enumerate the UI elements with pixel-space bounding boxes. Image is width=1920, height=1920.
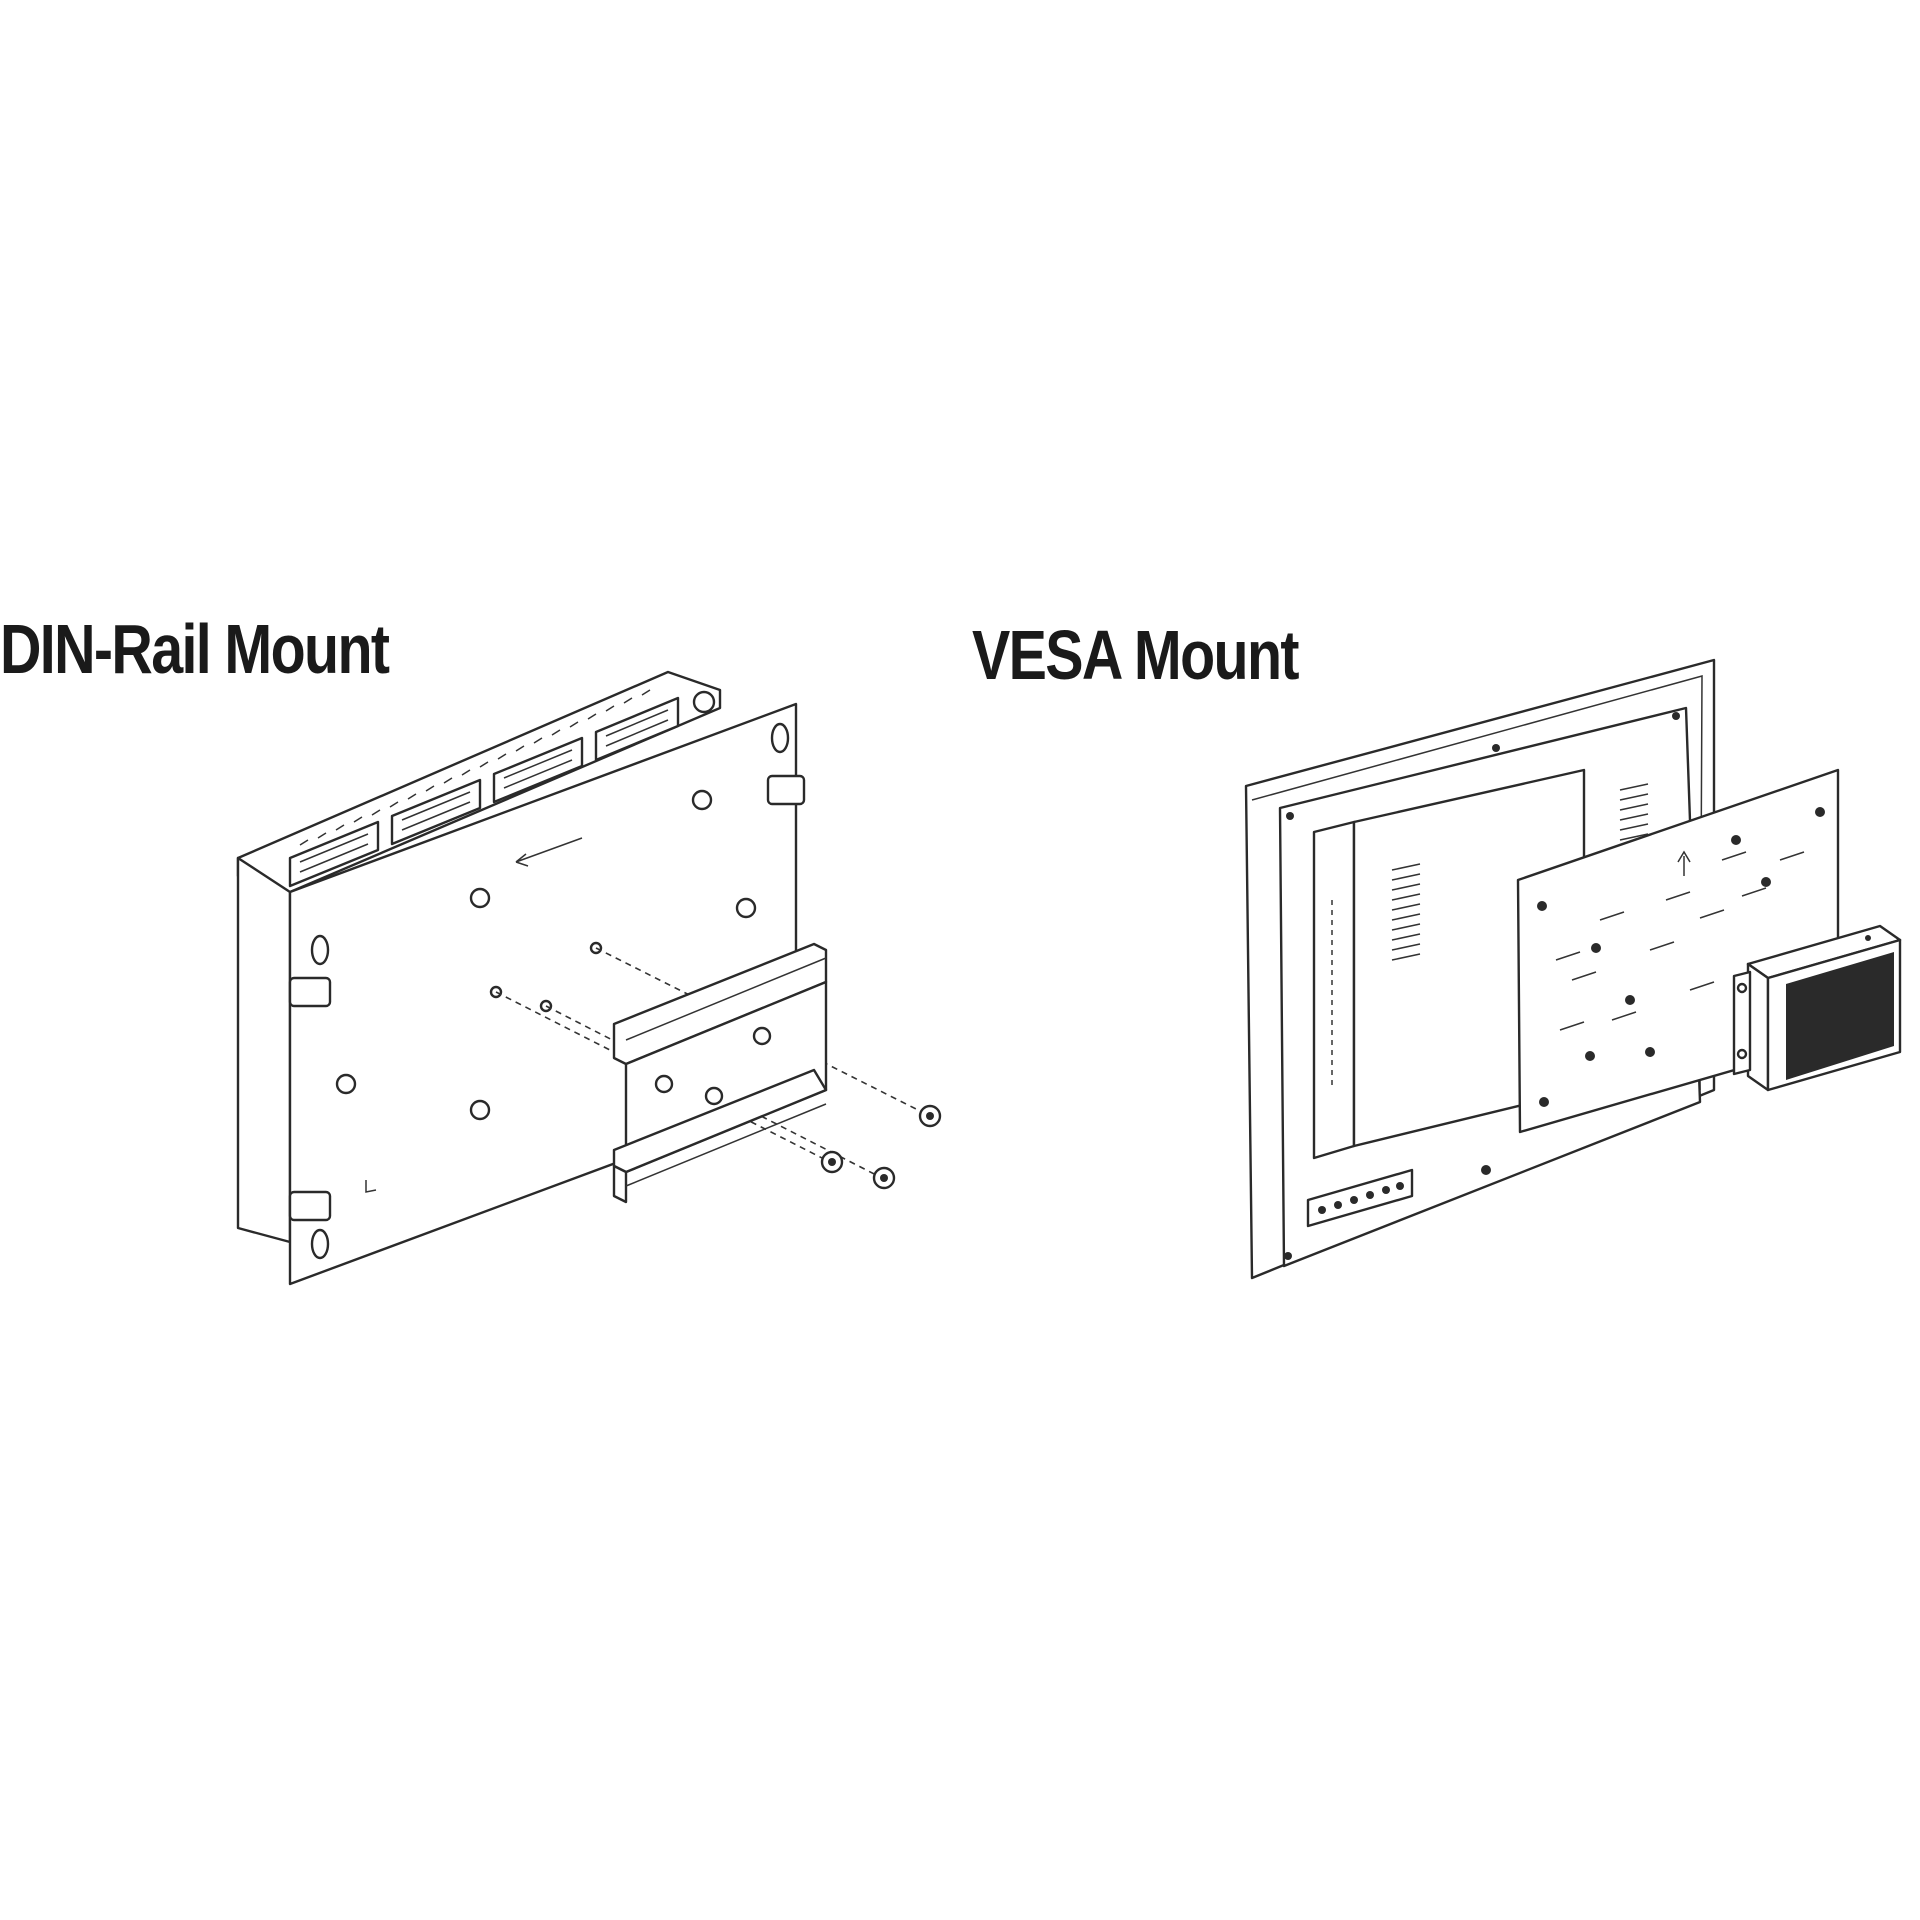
vesa-illustration	[1244, 658, 1902, 1280]
vent-slots	[1331, 783, 1649, 1090]
screws	[820, 1104, 942, 1190]
vesa-mount-heading: VESA Mount	[972, 616, 1299, 694]
heatsink-ridges	[299, 689, 651, 846]
serial-ports	[288, 690, 716, 888]
vesa-plate-slots	[1555, 850, 1805, 1031]
control-buttons	[1306, 1168, 1414, 1228]
direction-arrow	[515, 837, 583, 867]
box-pc	[1732, 924, 1902, 1092]
plate-marking	[365, 1180, 377, 1193]
din-rail-illustration	[236, 670, 942, 1286]
box-pc-heatsink	[1786, 952, 1894, 1080]
vesa-plate-holes	[1537, 807, 1825, 1107]
monitor-screws	[1284, 712, 1680, 1260]
din-rail-mount-heading: DIN-Rail Mount	[0, 610, 390, 688]
device-side-face	[236, 856, 292, 1244]
keyhole-slots	[310, 722, 790, 1260]
box-pc-bracket	[1732, 970, 1752, 1076]
plate-holes	[335, 789, 757, 1121]
panel-clamps	[288, 774, 806, 1222]
monitor-inner-box-side	[1312, 820, 1356, 1160]
din-rail	[612, 942, 828, 1204]
